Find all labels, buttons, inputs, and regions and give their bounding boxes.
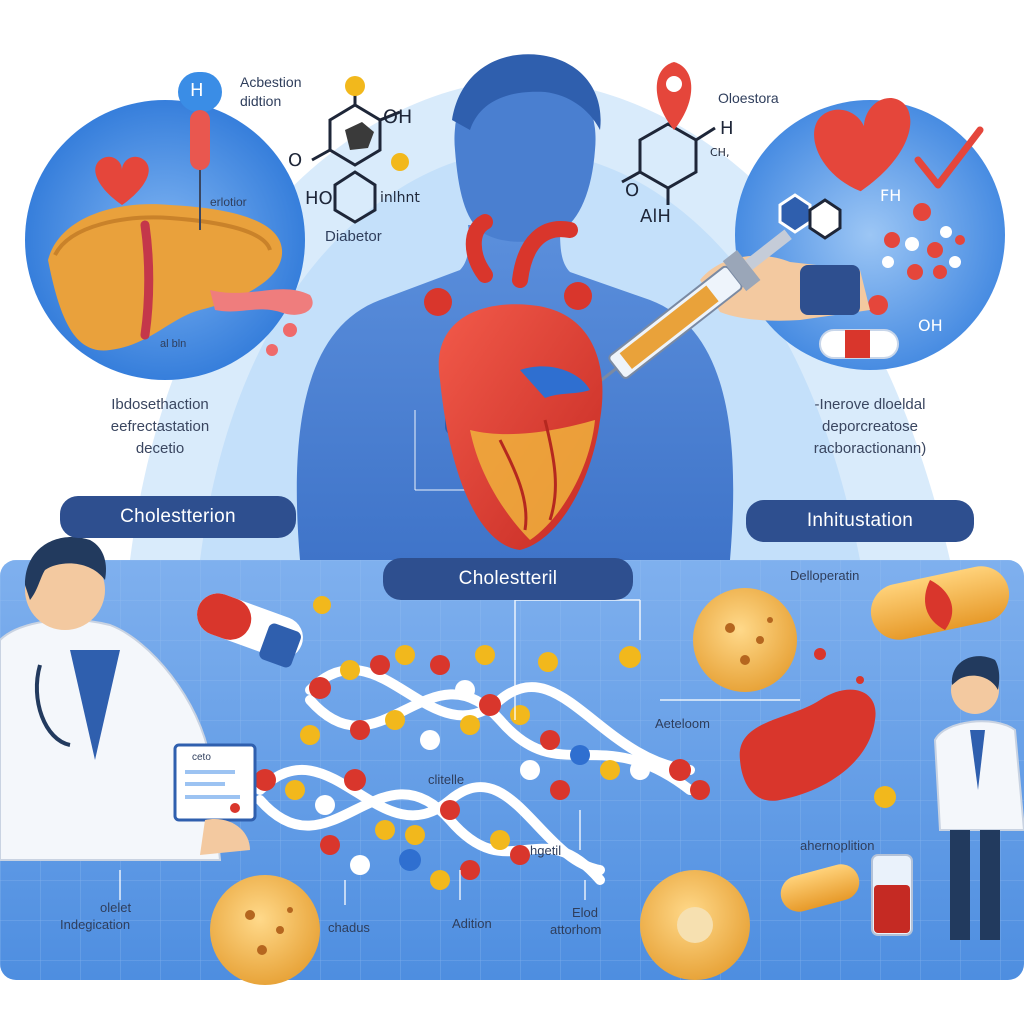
center-molecule [311, 88, 401, 224]
clipboard-title: ceto [192, 752, 211, 763]
acbestion-label: Acbestion [240, 74, 302, 90]
blood-vial-icon [871, 854, 913, 936]
check-icon [914, 126, 984, 189]
capsule-yellow [780, 864, 860, 912]
tube-icon [210, 289, 313, 315]
aeteloom-label: Aeteloom [655, 716, 710, 731]
right-molecule [621, 122, 716, 205]
indegication-label: Indegication [60, 917, 131, 932]
cholestteril-button[interactable]: Cholestteril [383, 558, 633, 600]
erlotior-label: erlotior [210, 195, 247, 209]
capsule-red-white [197, 593, 303, 668]
olelet-label: olelet [100, 900, 132, 915]
delloperatin-label: Delloperatin [790, 568, 860, 583]
kidney-icon [739, 689, 876, 801]
right-description-line: deporcreatose [822, 418, 918, 435]
blood-label: Elod [572, 905, 599, 920]
atom-yellow [345, 76, 365, 96]
alh-label: AlH [640, 206, 671, 227]
atom-yellow [391, 153, 409, 171]
cholestterion-button[interactable]: Cholestterion [60, 496, 296, 538]
hexagon-icon [778, 193, 812, 234]
small-heart-icon [95, 156, 149, 205]
attorhom-label: attorhom [550, 922, 602, 937]
liver-icon [48, 204, 283, 351]
h-badge-bubble [178, 72, 222, 112]
h-badge: H [190, 80, 204, 101]
right-description: -Inerove dloeldal deporcreatose racborac… [760, 394, 980, 460]
oh-label: OH [383, 106, 413, 128]
ahernoplition-label: ahernoplition [800, 838, 875, 853]
location-pin-icon [656, 62, 692, 130]
donut-disc [640, 870, 750, 980]
left-description-line: decetio [135, 440, 185, 457]
right-description-line: racboractionann) [813, 440, 927, 457]
albln-label: al bln [160, 338, 187, 350]
particle-cluster [868, 203, 965, 315]
ho-label: HO [305, 188, 333, 209]
oloestora-label: Oloestora [718, 90, 779, 106]
heart-icon [814, 98, 911, 192]
clitelle-label: clitelle [428, 772, 465, 787]
left-description-line: Ibdosethaction [111, 396, 209, 413]
inhint-label: inlhnt [380, 190, 420, 206]
o-label: O [288, 150, 303, 171]
doctor-left [0, 537, 257, 861]
fh-label: FH [880, 186, 902, 205]
o-right-label: O [625, 180, 640, 201]
oh-right-label: OH [918, 316, 943, 335]
doctor-right [933, 656, 1024, 940]
h-label: H [720, 118, 734, 139]
cookie-bottom-left [210, 875, 320, 985]
syringe-icon [583, 229, 792, 395]
diabetor-caption: Diabetor [325, 228, 382, 245]
cookie-top-right [693, 588, 797, 692]
hgetil-label: hgetil [530, 843, 562, 858]
inhitustation-button[interactable]: Inhitustation [746, 500, 974, 542]
dna-beads [254, 645, 710, 890]
didtion-label: didtion [240, 93, 282, 109]
chadus-label: chadus [328, 920, 370, 935]
left-description-line: eefrectastation [110, 418, 210, 435]
anatomical-heart-icon [424, 214, 603, 550]
loose-yellow-dots [300, 596, 896, 808]
connector-lines [119, 599, 800, 905]
right-description-line: -Inerove dloeldal [814, 396, 926, 413]
adition-label: Adition [452, 916, 492, 931]
ch-label: CH, [710, 146, 730, 159]
left-description: Ibdosethaction eefrectastation decetio [55, 394, 265, 460]
